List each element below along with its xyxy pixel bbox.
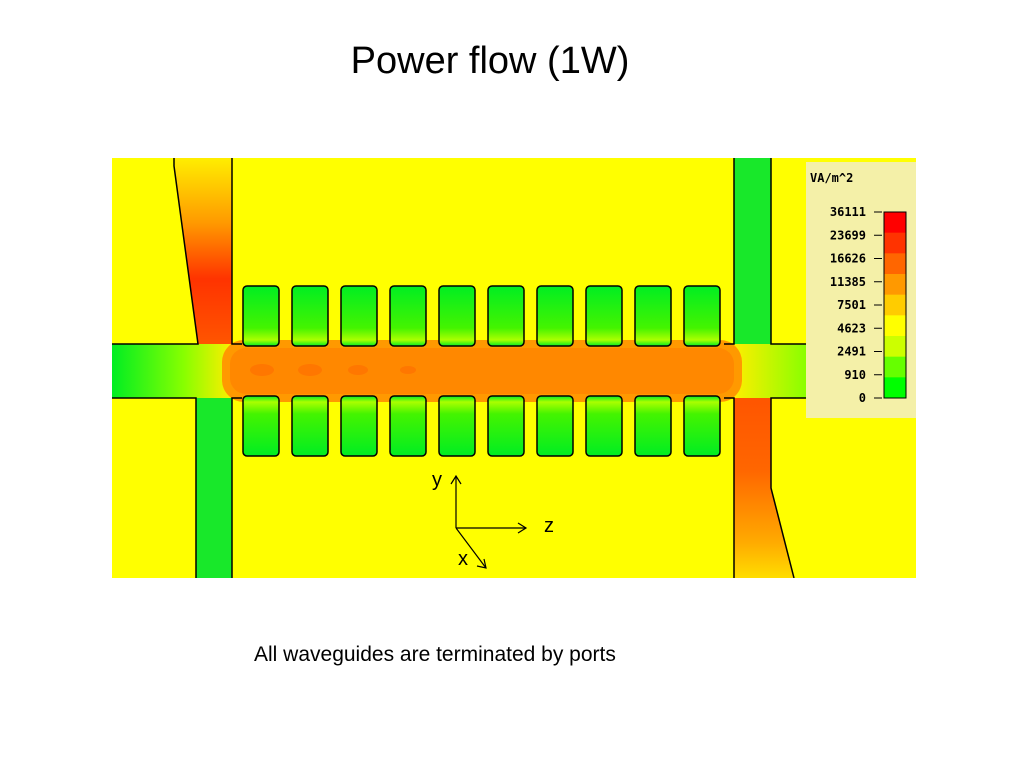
caption-text: All waveguides are terminated by ports <box>254 643 616 666</box>
x-axis-arrowhead <box>476 558 487 569</box>
field-map: VA/m^2 36111 23699 16626 11385 7501 4623 2491 9… <box>112 158 916 578</box>
stub-top <box>536 285 574 347</box>
x-axis-label: x <box>458 548 468 570</box>
stub-top <box>291 285 329 347</box>
stub-bottom <box>389 395 427 457</box>
z-axis-label: z <box>544 515 554 537</box>
legend-color-segment <box>884 253 906 275</box>
stub-bottom <box>536 395 574 457</box>
stub-top <box>242 285 280 347</box>
legend-tick-label: 36111 <box>830 205 866 219</box>
legend-tick-label: 16626 <box>830 252 866 266</box>
legend-tick-label: 7501 <box>837 298 866 312</box>
legend-color-bar <box>883 211 907 399</box>
legend-color-segment <box>884 212 906 234</box>
legend-color-segment <box>884 377 906 399</box>
stub-bottom <box>291 395 329 457</box>
stub-top <box>634 285 672 347</box>
stub-top <box>683 285 721 347</box>
stub-bottom <box>634 395 672 457</box>
legend-color-segment <box>884 274 906 296</box>
stub-bottom <box>438 395 476 457</box>
y-axis-arrowhead <box>450 474 462 485</box>
bottom-stubs <box>242 395 721 457</box>
stub-top <box>585 285 623 347</box>
legend-ticks: 36111 23699 16626 11385 7501 4623 2491 910 0 <box>830 205 882 405</box>
stub-bottom <box>242 395 280 457</box>
page-title: Power flow (1W) <box>350 40 630 82</box>
legend-tick-label: 11385 <box>830 275 866 289</box>
coordinate-axes <box>450 474 528 569</box>
left-lower-waveguide <box>196 398 232 578</box>
right-lower-waveguide <box>734 398 794 578</box>
stub-top <box>438 285 476 347</box>
stub-top <box>340 285 378 347</box>
legend-tick-label: 23699 <box>830 228 866 242</box>
stub-bottom <box>585 395 623 457</box>
stub-top <box>389 285 427 347</box>
stub-bottom <box>487 395 525 457</box>
stub-bottom <box>683 395 721 457</box>
top-stubs <box>242 285 721 347</box>
legend-bar-outline <box>883 211 907 399</box>
y-axis-label: y <box>432 469 442 491</box>
stub-bottom <box>340 395 378 457</box>
legend-color-segment <box>884 356 906 378</box>
legend-color-segment <box>884 336 906 358</box>
z-axis-arrowhead <box>517 522 528 534</box>
legend-tick-label: 2491 <box>837 345 866 359</box>
stub-top <box>487 285 525 347</box>
left-port-waveguide <box>112 344 232 398</box>
left-upper-waveguide <box>174 158 232 344</box>
right-upper-waveguide <box>734 158 771 344</box>
x-axis-line <box>455 527 487 569</box>
legend-color-segment <box>884 232 906 254</box>
legend-tick-label: 0 <box>859 391 866 405</box>
legend-color-segment <box>884 315 906 337</box>
legend-tick-label: 4623 <box>837 321 866 335</box>
power-flow-plot: VA/m^2 36111 23699 16626 11385 7501 4623 2491 9… <box>112 158 916 578</box>
legend-unit: VA/m^2 <box>810 171 853 185</box>
legend-color-segment <box>884 294 906 316</box>
colorbar-legend: VA/m^2 36111 23699 16626 11385 7501 4623 2491 9… <box>806 162 916 418</box>
legend-tick-label: 910 <box>844 368 866 382</box>
